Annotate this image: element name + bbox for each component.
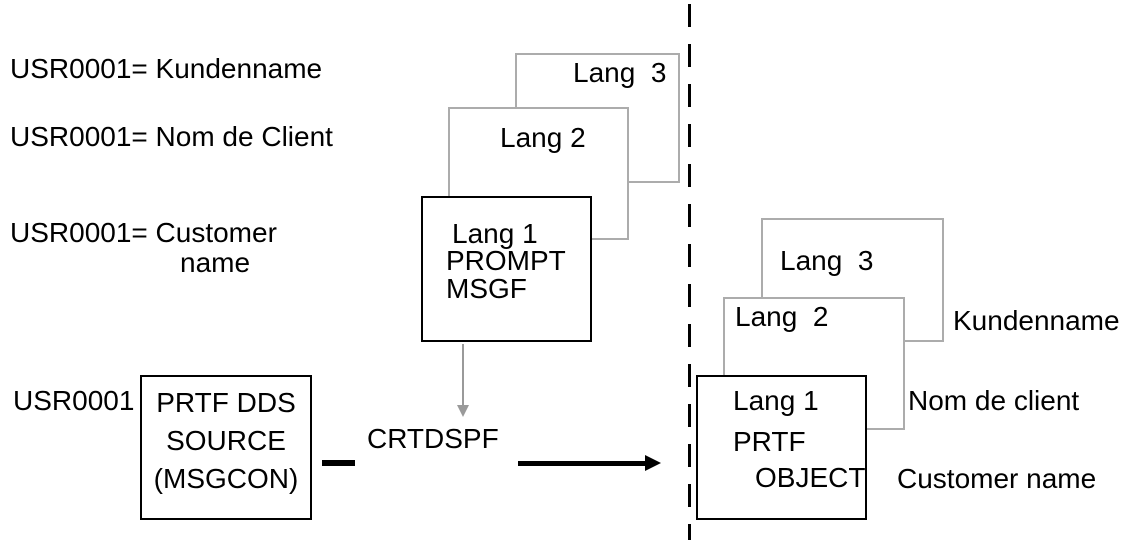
msgf-to-crtdspf-arrow-head bbox=[457, 405, 469, 417]
source-lang1-msgf-label: MSGF bbox=[446, 273, 527, 304]
compile-flow-arrow-stem bbox=[518, 461, 647, 466]
object-lang2-label: Lang 2 bbox=[735, 301, 829, 332]
nom-de-client-annotation: Nom de client bbox=[908, 385, 1080, 416]
object-object-label: OBJECT bbox=[755, 462, 866, 493]
object-prtf-label: PRTF bbox=[733, 426, 806, 457]
usr-customer-label-line1: USR0001= Customer bbox=[10, 217, 277, 248]
source-lang1-box bbox=[421, 196, 592, 342]
compile-flow-arrow-head bbox=[645, 455, 661, 471]
object-lang1-box bbox=[696, 375, 867, 520]
usr-customer-label-line2: name bbox=[180, 247, 251, 278]
source-lang2-label: Lang 2 bbox=[500, 122, 586, 153]
customer-name-annotation: Customer name bbox=[897, 463, 1097, 494]
kundenname-annotation: Kundenname bbox=[953, 305, 1120, 336]
msgf-to-crtdspf-arrow-stem bbox=[462, 344, 464, 405]
dds-source-line3: (MSGCON) bbox=[153, 463, 299, 494]
dds-source-line1: PRTF DDS bbox=[156, 387, 296, 418]
usr-nom-de-client-label: USR0001= Nom de Client bbox=[10, 121, 333, 152]
usr-kundenname-label: USR0001= Kundenname bbox=[10, 53, 323, 84]
dashed-divider-line bbox=[688, 4, 691, 540]
object-lang1-title: Lang 1 bbox=[733, 385, 819, 416]
source-lang3-label: Lang 3 bbox=[573, 57, 667, 88]
crtdspf-command-label: CRTDSPF bbox=[367, 423, 499, 454]
dds-source-line2: SOURCE bbox=[166, 425, 286, 456]
source-lang1-prompt-label: PROMPT bbox=[446, 245, 566, 276]
source-lang1-title: Lang 1 bbox=[452, 218, 538, 249]
dds-source-box bbox=[140, 375, 312, 520]
source-dash-connector bbox=[322, 460, 355, 466]
usr0001-label: USR0001 bbox=[13, 385, 135, 416]
object-lang3-label: Lang 3 bbox=[780, 245, 874, 276]
